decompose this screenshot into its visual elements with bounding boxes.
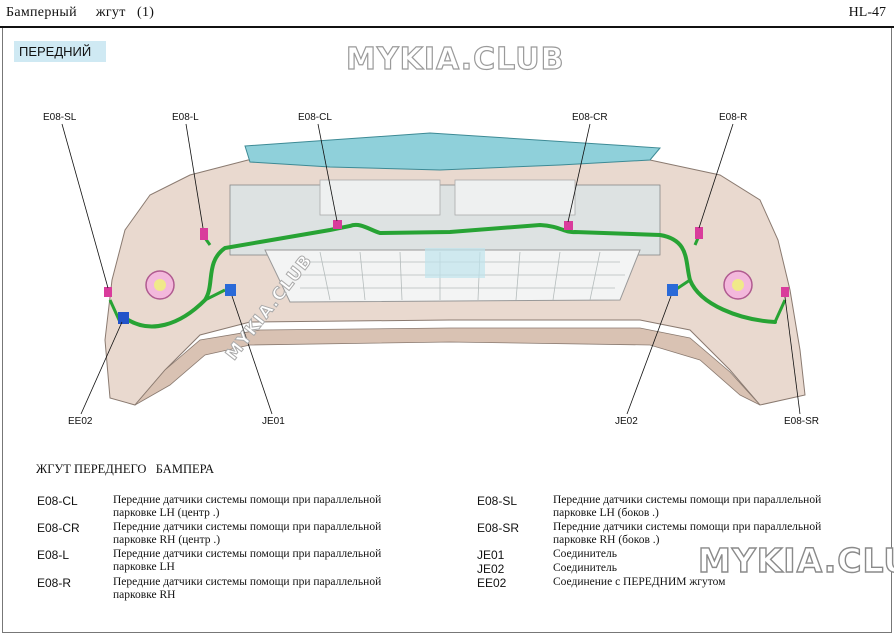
legend-desc-line: Соединитель [553, 562, 617, 574]
callout-e08-sr: E08-SR [784, 416, 820, 427]
legend-desc-line: Передние датчики системы помощи при пара… [113, 521, 382, 533]
legend-code: JE01 [477, 548, 505, 562]
callout-e08-l: E08-L [172, 112, 199, 123]
legend-desc-line: парковке LH [113, 561, 175, 573]
radiator-slats [319, 179, 576, 216]
callout-je02: JE02 [615, 416, 638, 427]
section-label: ПЕРЕДНИЙ [14, 41, 106, 62]
page-number: HL-47 [848, 5, 886, 20]
frame-bottom [2, 632, 892, 633]
legend-desc-line: Соединение с ПЕРЕДНИМ жгутом [553, 576, 726, 588]
legend-title: ЖГУТ ПЕРЕДНЕГО БАМПЕРА [36, 462, 214, 476]
legend-desc: Передние датчики системы помощи при пара… [113, 521, 425, 547]
callout-e08-cl: E08-CL [298, 112, 332, 123]
watermark-bottom: MYKIA.CLUB [697, 540, 894, 580]
header-rule [0, 26, 894, 28]
legend-desc: Передние датчики системы помощи при пара… [553, 521, 865, 547]
leader-lines [61, 123, 801, 415]
legend-desc-line: Передние датчики системы помощи при пара… [553, 521, 822, 533]
callout-je01: JE01 [262, 416, 285, 427]
legend-desc-line: Передние датчики системы помощи при пара… [113, 576, 382, 588]
legend-desc-line: парковке LH (центр .) [113, 507, 220, 519]
connector-e08-cr [564, 221, 573, 230]
legend-desc-line: Передние датчики системы помощи при пара… [553, 494, 822, 506]
callout-ee02: EE02 [68, 416, 93, 427]
page-header: Бамперный жгут (1) HL-47 [0, 0, 894, 28]
legend-code: E08-L [37, 548, 70, 562]
bumper-lower-lip [134, 327, 761, 406]
connector-je01 [225, 284, 236, 296]
connector-e08-sl [104, 287, 112, 297]
grille-center-panel [425, 248, 485, 278]
legend-code: E08-SR [477, 521, 520, 535]
connector-ee02 [118, 312, 129, 324]
legend-desc-line: парковке RH (боков .) [553, 534, 660, 546]
legend-code: E08-CL [37, 494, 78, 508]
legend-desc: Передние датчики системы помощи при пара… [553, 494, 865, 520]
legend-code: E08-R [37, 576, 72, 590]
legend-desc: Передние датчики системы помощи при пара… [113, 548, 425, 574]
watermark-top: MYKIA.CLUB [345, 41, 565, 77]
connector-e08-l [200, 228, 208, 240]
legend-desc: Передние датчики системы помощи при пара… [113, 494, 425, 520]
legend-code: E08-SL [477, 494, 518, 508]
legend-desc-line: Передние датчики системы помощи при пара… [113, 548, 382, 560]
callout-e08-sl: E08-SL [43, 112, 77, 123]
legend-code: E08-CR [37, 521, 80, 535]
header-title: Бамперный жгут (1) [6, 5, 155, 20]
callout-e08-r: E08-R [719, 112, 748, 123]
connector-e08-sr [781, 287, 789, 297]
frame-left [2, 28, 3, 633]
frame-right [891, 28, 892, 633]
inner-frame [229, 184, 661, 256]
top-cover [244, 132, 662, 171]
connector-e08-cl [333, 220, 342, 229]
legend-desc-line: Соединитель [553, 548, 617, 560]
legend-desc: Соединитель [553, 562, 865, 575]
legend-code: EE02 [477, 576, 507, 590]
legend-desc-line: парковке RH [113, 589, 176, 601]
connector-e08-r [695, 227, 703, 239]
legend-desc-line: парковке RH (центр .) [113, 534, 221, 546]
connector-je02 [667, 284, 678, 296]
legend-desc: Передние датчики системы помощи при пара… [113, 576, 425, 602]
legend-desc-line: Передние датчики системы помощи при пара… [113, 494, 382, 506]
legend-desc: Соединение с ПЕРЕДНИМ жгутом [553, 576, 865, 589]
legend-code: JE02 [477, 562, 505, 576]
legend-desc-line: парковке LH (боков .) [553, 507, 659, 519]
legend-desc: Соединитель [553, 548, 865, 561]
callout-e08-cr: E08-CR [572, 112, 608, 123]
